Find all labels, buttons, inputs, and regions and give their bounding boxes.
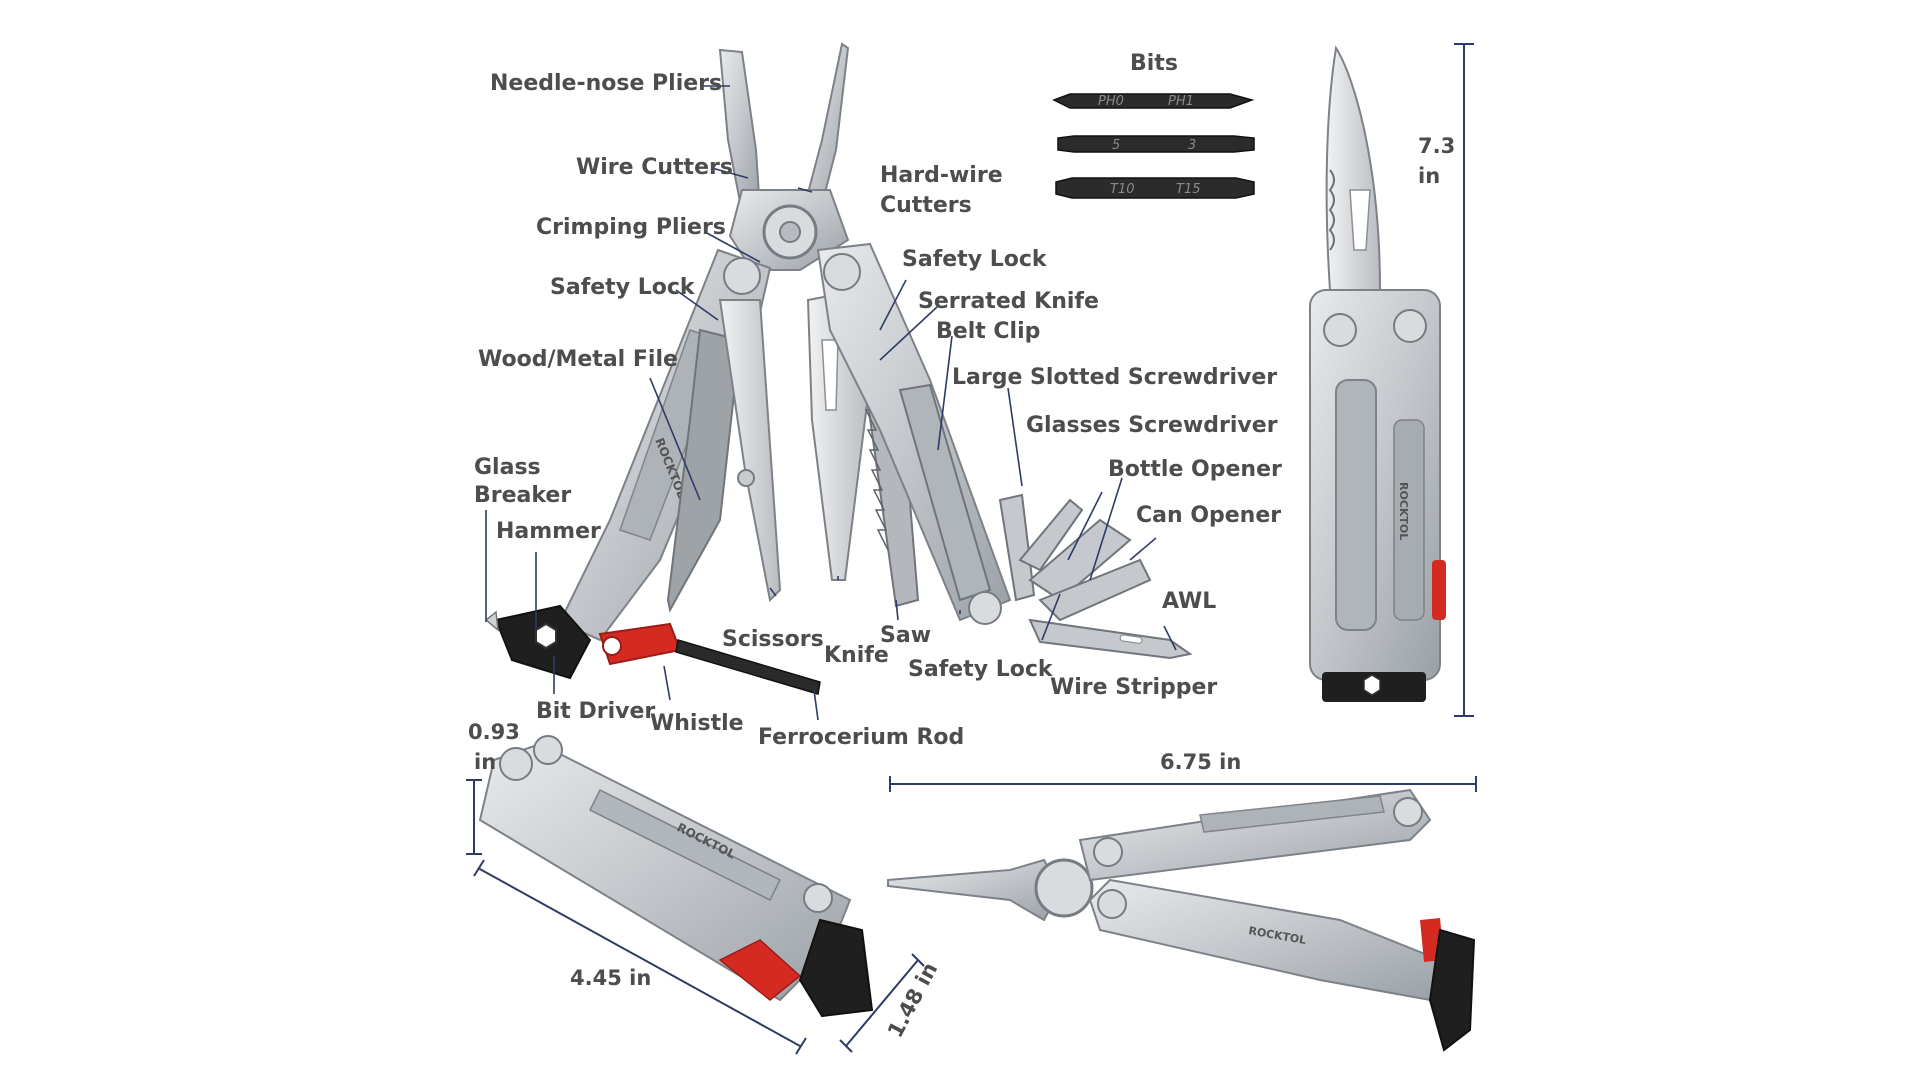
bit-1-right-label: PH1 [1168,94,1194,109]
label-large-slotted-screwdriver: Large Slotted Screwdriver [952,365,1278,390]
label-glass-breaker-line1: Glass [474,455,541,480]
large-slotted-screwdriver [998,493,1036,602]
label-serrated-knife: Serrated Knife [918,289,1099,314]
closed-tool-vertical: ROCKTOL [1309,45,1446,702]
label-hammer: Hammer [496,519,601,544]
dim-thickness-value: 0.93 [468,720,520,744]
dimension-lines [466,43,1477,1055]
awl-tool [1028,618,1193,660]
dim-length-closed: 4.45 in [570,966,652,990]
belt-clip [898,383,992,602]
horizontal-black-block [1428,928,1476,1052]
label-bit-driver: Bit Driver [536,699,656,724]
label-awl: AWL [1162,589,1217,614]
label-wire-cutters: Wire Cutters [576,155,733,180]
dim-height-value: 7.3 [1418,134,1456,158]
label-crimping-pliers: Crimping Pliers [536,215,726,240]
label-safety-lock-top: Safety Lock [902,247,1047,272]
ferrocerium-rod-part [675,639,821,695]
leader-lines [485,85,1177,721]
angled-black-block [798,918,874,1018]
needle-nose-jaw-right [802,42,850,214]
bit-1: PH0 PH1 [1052,93,1255,109]
brand-mark-vertical: ROCKTOL [1397,482,1410,540]
height-dim-line [1454,43,1474,717]
label-knife: Knife [824,643,889,668]
label-whistle: Whistle [650,711,744,736]
label-hard-wire-cutters-line2: Cutters [880,193,972,218]
dim-height-unit: in [1418,164,1441,188]
bit-2-left-label: 5 [1112,138,1120,153]
bottle-opener [1028,518,1132,602]
label-scissors: Scissors [722,627,824,652]
can-opener [1038,558,1152,622]
bit-1-left-label: PH0 [1098,94,1124,109]
main-tool-illustration: ROCKTOL [484,42,1193,695]
side-knife-blade [1325,45,1382,291]
bit-3: T10 T15 [1055,177,1255,199]
label-hard-wire-cutters-line1: Hard-wire [880,163,1003,188]
label-bottle-opener: Bottle Opener [1108,457,1282,482]
label-needle-nose-pliers: Needle-nose Pliers [490,71,723,96]
needle-nose-jaw-left [718,48,762,214]
label-wire-stripper: Wire Stripper [1050,675,1218,700]
label-safety-lock-left: Safety Lock [550,275,695,300]
label-saw: Saw [880,623,932,648]
open-pliers-horizontal: ROCKTOL [887,788,1476,1052]
length-open-dim-line [889,776,1477,792]
horizontal-jaw [887,858,1062,922]
width-dim-line [839,953,925,1053]
bit-3-left-label: T10 [1110,182,1134,197]
length-closed-dim-line [473,859,807,1055]
bits-illustration: PH0 PH1 5 3 T10 T15 [1052,93,1255,199]
label-safety-lock-bottom: Safety Lock [908,657,1053,682]
dim-length-open: 6.75 in [1160,750,1242,774]
glass-breaker-tip [484,610,499,632]
label-glass-breaker-line2: Breaker [474,483,572,508]
bit-2: 5 3 [1057,135,1255,153]
glasses-screwdriver [1018,498,1084,572]
dim-thickness-unit: in [474,750,497,774]
thickness-dim-line [466,779,482,855]
angled-tool-body [478,742,852,1002]
bit-3-right-label: T15 [1176,182,1200,197]
label-belt-clip: Belt Clip [936,319,1041,344]
label-ferrocerium-rod: Ferrocerium Rod [758,725,965,750]
label-can-opener: Can Opener [1136,503,1282,528]
angled-red-part [718,939,802,1001]
label-glasses-screwdriver: Glasses Screwdriver [1026,413,1278,438]
bit-2-right-label: 3 [1188,138,1196,153]
closed-tool-angled: ROCKTOL [478,735,874,1018]
label-wood-metal-file: Wood/Metal File [478,347,678,372]
scissors-tool [718,299,782,603]
bits-title: Bits [1130,51,1178,76]
